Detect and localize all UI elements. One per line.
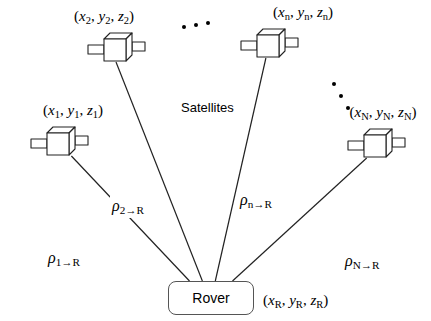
satellite-node: (x1, y1, z1) — [28, 124, 90, 156]
range-label: ρn→R — [238, 190, 274, 212]
text-part: ( — [263, 292, 268, 308]
text-part: , — [60, 102, 68, 118]
text-part: ) — [328, 4, 333, 20]
text-part: R — [296, 299, 303, 310]
text-part: y — [297, 4, 304, 20]
text-part: , — [309, 4, 317, 20]
text-part: n→R — [248, 198, 272, 210]
text-part: x — [268, 292, 275, 308]
text-part: N — [383, 111, 391, 122]
text-part: y — [376, 104, 383, 120]
text-part: 1 — [93, 109, 98, 120]
range-label: ρ2→R — [110, 196, 146, 218]
coordinate-label: (xn, yn, zn) — [273, 3, 333, 24]
range-label: ρ1→R — [46, 248, 82, 270]
text-part: y — [67, 102, 74, 118]
satellite-node: (x2, y2, z2) — [85, 30, 147, 62]
dot — [182, 25, 186, 29]
range-line — [233, 158, 367, 281]
text-part: ) — [411, 104, 416, 120]
text-part: n — [285, 11, 290, 22]
text-part: , — [290, 4, 298, 20]
text-part: n — [304, 11, 309, 22]
text-part: R — [316, 299, 323, 310]
box-title: Rover — [192, 290, 229, 306]
text-part: 1 — [74, 109, 79, 120]
dot — [194, 23, 198, 27]
text-part: , — [303, 292, 311, 308]
text-part: ρ — [240, 191, 248, 208]
range-label: ρN→R — [343, 251, 381, 273]
text-part: n — [323, 11, 328, 22]
text-part: 2 — [124, 15, 129, 26]
text-part: z — [310, 292, 316, 308]
text-part: 2 — [105, 15, 110, 26]
text-part: x — [79, 8, 86, 24]
text-part: 2 — [86, 15, 91, 26]
text-part: z — [118, 8, 124, 24]
text-part: , — [79, 102, 87, 118]
range-line — [116, 62, 202, 281]
text-part: ρ — [345, 252, 353, 269]
range-line — [215, 58, 266, 281]
text-part: x — [355, 104, 362, 120]
text-part: ( — [74, 8, 79, 24]
satellite-symbol — [28, 124, 90, 156]
text-part: , — [110, 8, 118, 24]
text-part: z — [87, 102, 93, 118]
text-part: ) — [129, 8, 134, 24]
text-part: ρ — [112, 197, 120, 214]
text-part: R — [275, 299, 282, 310]
text-part: , — [282, 292, 290, 308]
range-line — [71, 156, 189, 281]
coordinate-label: (xN, yN, zN) — [350, 103, 417, 124]
satellite-symbol — [85, 30, 147, 62]
text-part: 1→R — [56, 256, 80, 268]
dot — [206, 21, 210, 25]
text-part: x — [278, 4, 285, 20]
text-part: , — [391, 104, 399, 120]
coordinate-label: (x2, y2, z2) — [74, 7, 134, 28]
text-part: ) — [98, 102, 103, 118]
satellite-symbol — [345, 126, 407, 158]
text-part: ρ — [48, 249, 56, 266]
text-part: ( — [43, 102, 48, 118]
coordinate-label: (xR, yR, zR) — [263, 291, 328, 312]
dot — [339, 94, 343, 98]
text-part: ( — [350, 104, 355, 120]
satellite-symbol — [238, 26, 300, 58]
text-part: y — [98, 8, 105, 24]
group-label: Satellites — [181, 100, 234, 115]
text-part: , — [91, 8, 99, 24]
rover-box: Rover(xR, yR, zR) — [168, 281, 254, 315]
text-part: z — [317, 4, 323, 20]
text-part: x — [48, 102, 55, 118]
dot — [346, 106, 350, 110]
text-part: 1 — [55, 109, 60, 120]
text-part: ) — [323, 292, 328, 308]
satellite-node: (xn, yn, zn) — [238, 26, 300, 58]
text-part: N→R — [353, 259, 380, 271]
text-part: z — [398, 104, 404, 120]
coordinate-label: (x1, y1, z1) — [43, 101, 103, 122]
satellite-node: (xN, yN, zN) — [345, 126, 407, 158]
text-part: N — [361, 111, 369, 122]
dot — [332, 82, 336, 86]
text-part: y — [289, 292, 296, 308]
text-part: ( — [273, 4, 278, 20]
text-part: , — [369, 104, 377, 120]
text-part: N — [404, 111, 412, 122]
text-part: 2→R — [120, 204, 144, 216]
